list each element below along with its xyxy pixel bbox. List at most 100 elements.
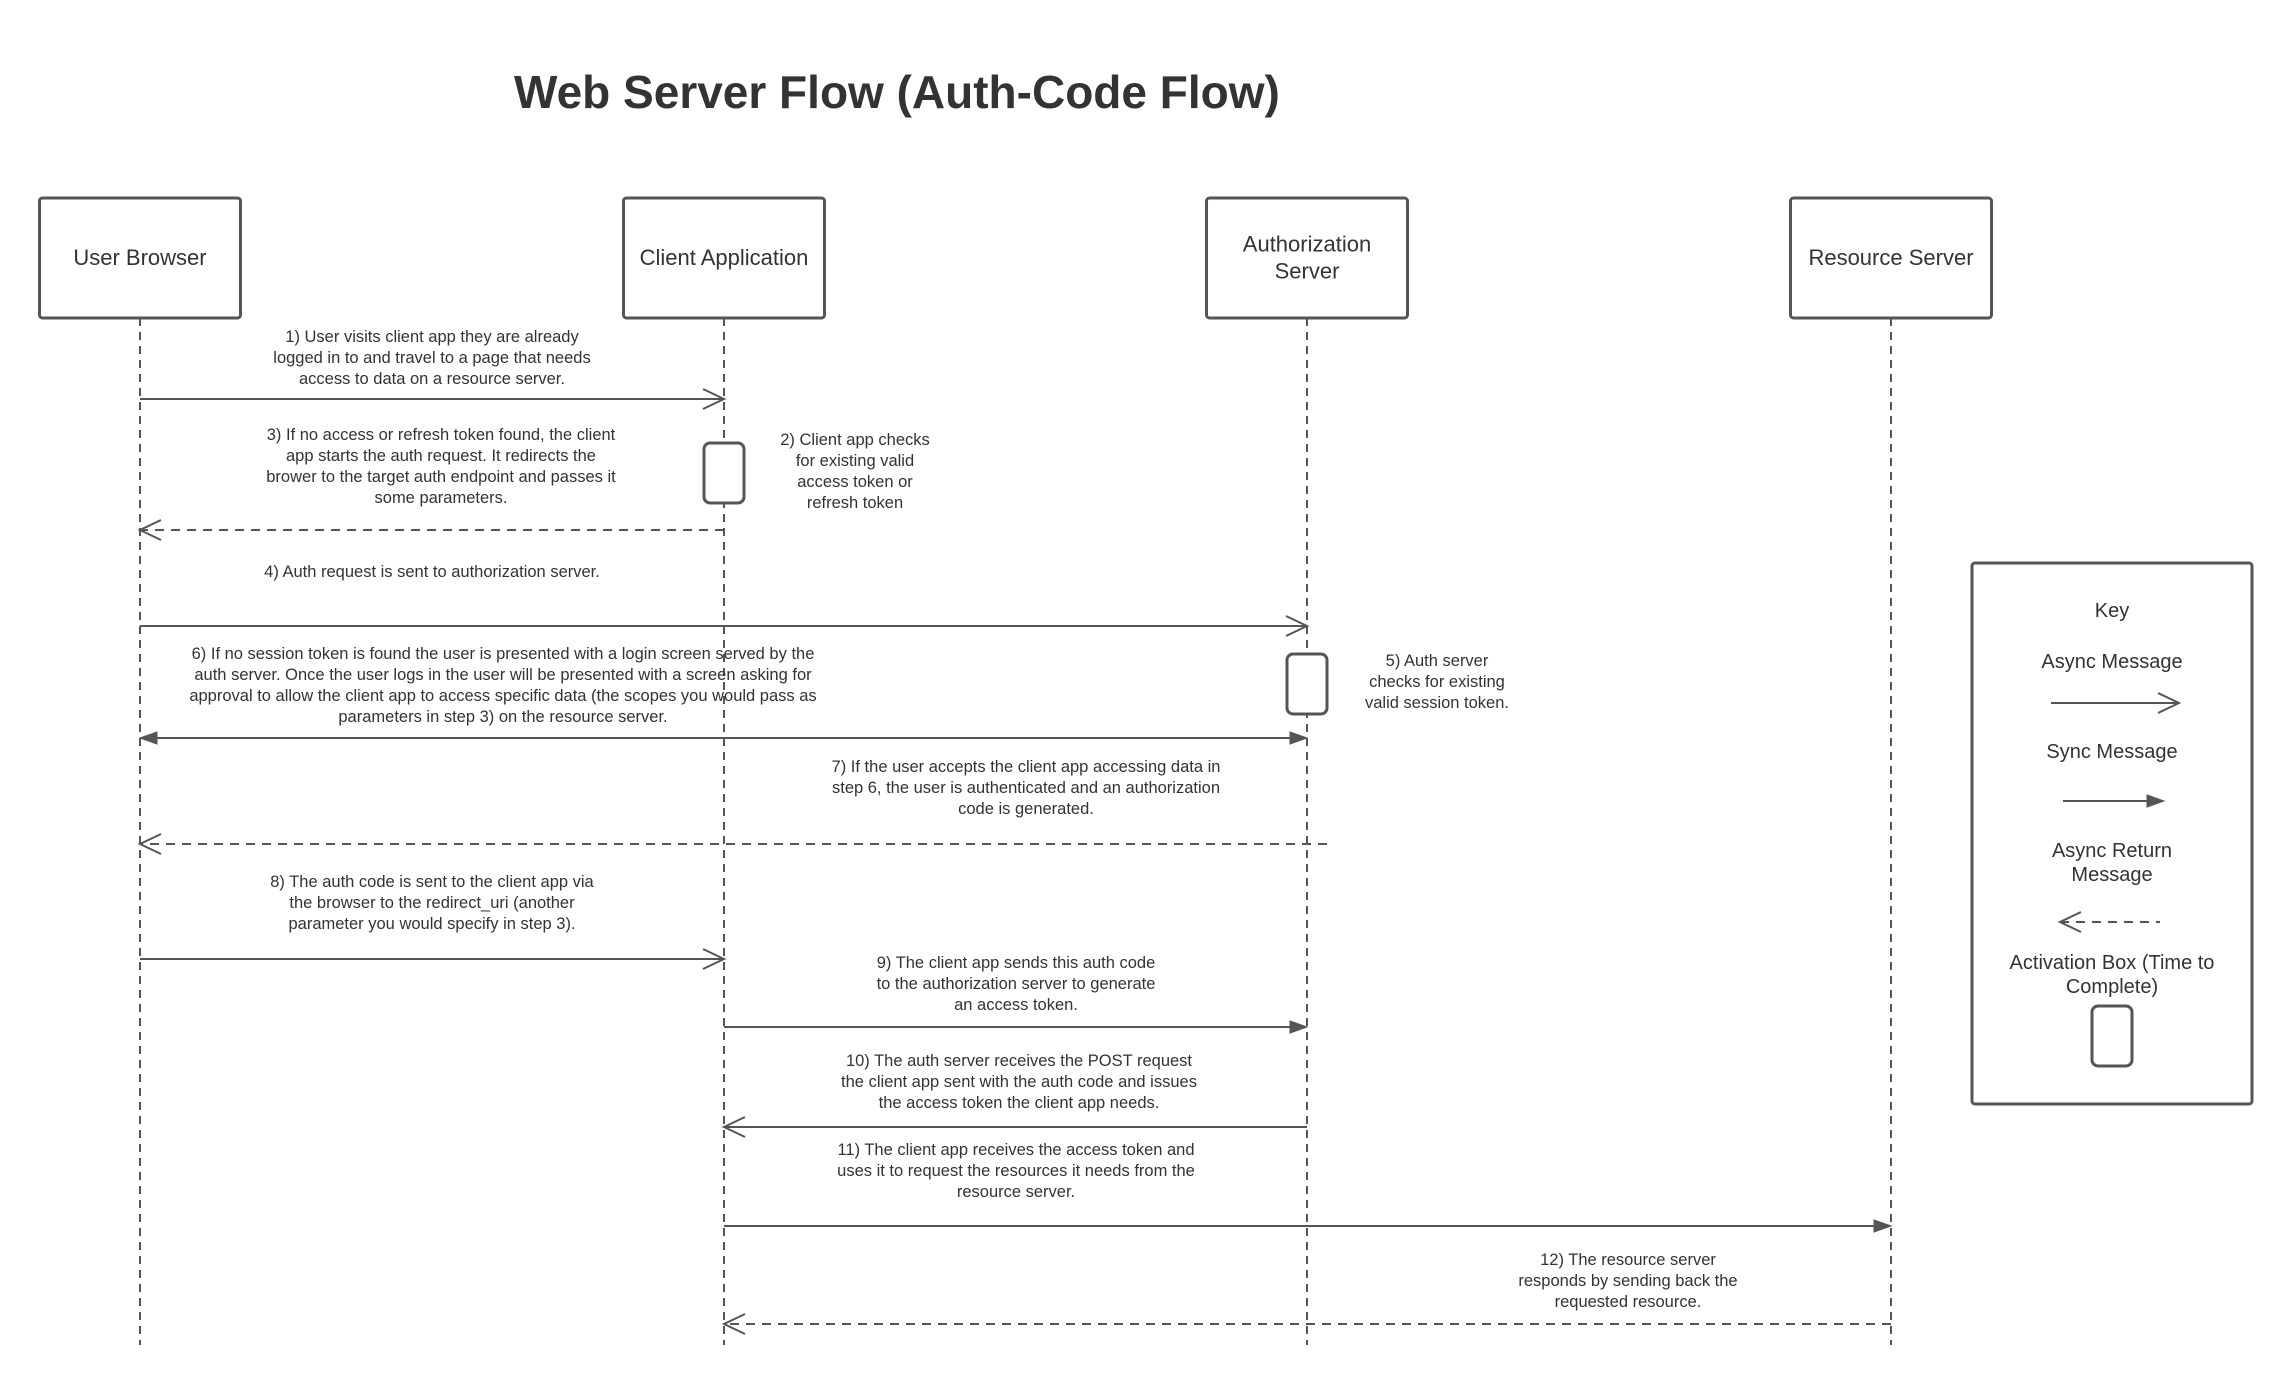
actor-label-line: Server xyxy=(1275,259,1340,284)
arrowhead xyxy=(2057,911,2082,933)
actor-label: User Browser xyxy=(73,245,206,270)
arrowhead xyxy=(1289,1020,1309,1034)
message-label-line: an access token. xyxy=(954,996,1078,1014)
arrowhead xyxy=(702,948,727,970)
actor-box xyxy=(622,196,826,320)
message-label-line: approval to allow the client app to acce… xyxy=(189,687,816,705)
key-sample-activation xyxy=(2090,1004,2134,1068)
message-label: 10) The auth server receives the POST re… xyxy=(841,1052,1197,1112)
message-label-line: to the authorization server to generate xyxy=(877,975,1156,993)
message-2: 3) If no access or refresh token found, … xyxy=(137,426,724,541)
actor-client[interactable]: Client Application xyxy=(622,196,826,320)
message-label-line: responds by sending back the xyxy=(1518,1272,1737,1290)
arrowhead xyxy=(1873,1219,1893,1233)
message-label-line: 8) The auth code is sent to the client a… xyxy=(270,873,594,891)
message-label-line: brower to the target auth endpoint and p… xyxy=(266,468,616,486)
key-frame xyxy=(1970,561,2254,1106)
actor-label-line: Authorization xyxy=(1243,232,1371,257)
activation-box xyxy=(702,441,746,505)
message-label-line: access to data on a resource server. xyxy=(299,370,565,388)
message-1: 1) User visits client app they are alrea… xyxy=(140,328,727,410)
message-label: 6) If no session token is found the user… xyxy=(189,645,816,726)
actor-label-line: User Browser xyxy=(73,245,206,270)
key-item-label: Sync Message xyxy=(2046,741,2177,763)
message-label-line: parameters in step 3) on the resource se… xyxy=(338,708,667,726)
message-label-line: requested resource. xyxy=(1555,1293,1702,1311)
key-item-label-line: Complete) xyxy=(2066,976,2158,998)
key-item-sync: Sync Message xyxy=(2046,741,2178,808)
message-10: 12) The resource server responds by sendi… xyxy=(721,1251,1891,1335)
message-label-line: uses it to request the resources it need… xyxy=(837,1162,1195,1180)
key-item-async: Async Message xyxy=(2041,651,2183,714)
activation-note-line: access token or xyxy=(797,473,913,491)
message-label: 4) Auth request is sent to authorization… xyxy=(264,563,600,581)
actor-resource[interactable]: Resource Server xyxy=(1789,196,1993,320)
message-label-line: the browser to the redirect_uri (another xyxy=(289,894,575,912)
actor-label-line: Resource Server xyxy=(1808,245,1973,270)
actor-label: Resource Server xyxy=(1808,245,1973,270)
message-label-line: 12) The resource server xyxy=(1540,1251,1716,1269)
message-label-line: logged in to and travel to a page that n… xyxy=(273,349,590,367)
actors: User Browser Client Application Authorizat… xyxy=(38,196,1993,320)
message-label-line: step 6, the user is authenticated and an… xyxy=(832,779,1220,797)
actor-label-line: Client Application xyxy=(640,245,809,270)
message-label: 7) If the user accepts the client app ac… xyxy=(832,758,1221,818)
key-item-label-line: Async Return xyxy=(2052,840,2172,862)
message-3: 4) Auth request is sent to authorization… xyxy=(140,563,1310,637)
message-label-line: 4) Auth request is sent to authorization… xyxy=(264,563,600,581)
key-title-line: Key xyxy=(2095,600,2129,622)
message-label: 1) User visits client app they are alrea… xyxy=(273,328,590,388)
message-label: 12) The resource server responds by sendi… xyxy=(1518,1251,1737,1311)
message-label: 8) The auth code is sent to the client a… xyxy=(270,873,594,933)
arrowhead xyxy=(1289,731,1309,745)
actor-box xyxy=(1789,196,1993,320)
message-label-line: auth server. Once the user logs in the u… xyxy=(194,666,812,684)
actor-browser[interactable]: User Browser xyxy=(38,196,242,320)
diagram-title: Web Server Flow (Auth-Code Flow) xyxy=(514,66,1280,118)
arrowhead xyxy=(721,1313,746,1335)
arrowhead xyxy=(1285,615,1310,637)
activation-note-line: refresh token xyxy=(807,494,903,512)
message-label-line: the access token the client app needs. xyxy=(879,1094,1160,1112)
message-5: 7) If the user accepts the client app ac… xyxy=(137,758,1327,855)
actor-label: Client Application xyxy=(640,245,809,270)
arrowhead xyxy=(137,519,162,541)
message-label-line: 9) The client app sends this auth code xyxy=(877,954,1156,972)
key-item-label-line: Message xyxy=(2071,864,2152,886)
arrowhead xyxy=(721,1116,746,1138)
message-label-line: 7) If the user accepts the client app ac… xyxy=(832,758,1221,776)
arrowhead xyxy=(2157,692,2182,714)
message-label-line: the client app sent with the auth code a… xyxy=(841,1073,1197,1091)
arrowhead xyxy=(2146,794,2166,808)
message-7: 9) The client app sends this auth code to… xyxy=(724,954,1309,1034)
key-item-label-line: Sync Message xyxy=(2046,741,2177,763)
message-label-line: 3) If no access or refresh token found, … xyxy=(267,426,616,444)
message-label-line: 1) User visits client app they are alrea… xyxy=(285,328,579,346)
arrowhead xyxy=(137,833,162,855)
message-label-line: 10) The auth server receives the POST re… xyxy=(846,1052,1192,1070)
actor-box xyxy=(1205,196,1409,320)
message-label-line: some parameters. xyxy=(375,489,508,507)
key-title: Key xyxy=(2095,600,2129,622)
message-6: 8) The auth code is sent to the client a… xyxy=(140,873,727,970)
message-label-line: code is generated. xyxy=(958,800,1094,818)
activation-note-line: valid session token. xyxy=(1365,694,1509,712)
message-label-line: 11) The client app receives the access t… xyxy=(837,1141,1194,1159)
arrowhead xyxy=(702,388,727,410)
messages: 1) User visits client app they are alrea… xyxy=(137,328,1893,1335)
message-label-line: 6) If no session token is found the user… xyxy=(192,645,815,663)
key-item-label: Async Message xyxy=(2041,651,2182,673)
activation-note-line: checks for existing xyxy=(1369,673,1505,691)
message-9: 11) The client app receives the access t… xyxy=(724,1141,1893,1233)
